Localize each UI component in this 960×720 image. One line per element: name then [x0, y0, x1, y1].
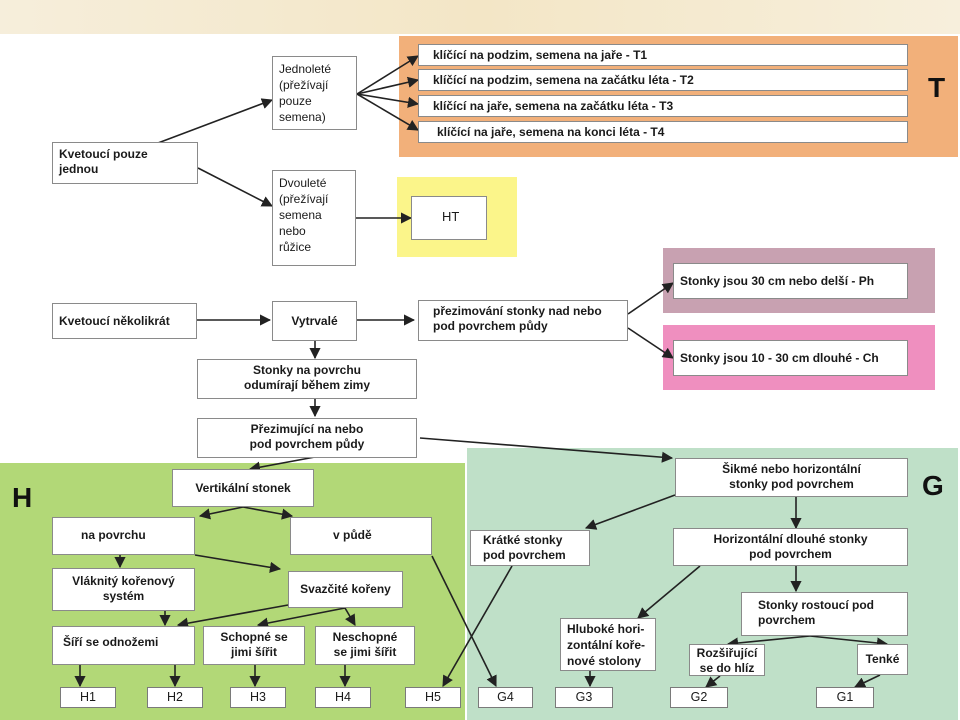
box-tenke: Tenké — [857, 644, 908, 675]
arrow-jednou-to-jednolete — [149, 98, 274, 147]
leaf-H3: H3 — [230, 687, 286, 708]
box-T2: klíčící na podzim, semena na začátku lét… — [418, 69, 908, 91]
arrow-jednolete-to-T2 — [356, 76, 420, 95]
leaf-H4: H4 — [315, 687, 371, 708]
leaf-H1: H1 — [60, 687, 116, 708]
box-jednolete: Jednoleté (přežívají pouze semena) — [272, 56, 357, 130]
box-stonky-odumiraji: Stonky na povrchu odumírají během zimy — [197, 359, 417, 399]
box-vlaknity: Vláknitý kořenový systém — [52, 568, 195, 611]
arrow-horizdlouhe-to-hluboke — [637, 565, 701, 619]
leaf-G3: G3 — [555, 687, 613, 708]
box-kvetouci-jednou: Kvetoucí pouze jednou — [52, 142, 198, 184]
arrow-prezimovani-to-Ph — [627, 282, 674, 315]
box-prezimovani: přezimování stonky nad nebo pod povrchem… — [418, 300, 628, 341]
leaf-G4: G4 — [478, 687, 533, 708]
arrow-vertikalni-to-vpude — [242, 506, 294, 520]
arrow-jednolete-to-T1 — [356, 55, 419, 95]
box-rostouci: Stonky rostoucí pod povrchem — [741, 592, 908, 636]
leaf-G2: G2 — [670, 687, 728, 708]
box-hluboke: Hluboké hori- zontální koře- nové stolon… — [560, 618, 656, 671]
title-band — [0, 0, 960, 34]
region-label-T: T — [928, 72, 946, 103]
box-neschopne: Neschopné se jimi šířit — [315, 626, 415, 665]
arrow-rozsirujici-to-G2 — [705, 675, 721, 688]
box-schopne: Schopné se jimi šířit — [203, 626, 305, 665]
arrow-vpude-to-G4 — [431, 555, 497, 688]
leaf-H2: H2 — [147, 687, 203, 708]
box-T3: klíčící na jaře, semena na začátku léta … — [418, 95, 908, 117]
arrow-jednolete-to-T3 — [356, 93, 420, 108]
box-T4: klíčící na jaře, semena na konci léta - … — [418, 121, 908, 143]
arrow-sikme-to-kratke — [584, 494, 676, 530]
box-dvoulete: Dvouleté (přežívají semena nebo růžice — [272, 170, 356, 266]
arrow-vertikalni-to-napovrchu — [198, 506, 244, 520]
box-rozsirujici: Rozšiřující se do hlíz — [689, 644, 765, 676]
leaf-G1: G1 — [816, 687, 874, 708]
arrow-prezimujici-to-sikme — [419, 437, 674, 463]
arrow-rostouci-to-rozsirujici — [726, 635, 811, 649]
box-v-pude: v půdě — [290, 517, 432, 555]
arrow-svazcite-to-neschopne — [344, 607, 356, 626]
arrow-kratke-to-H5 — [442, 565, 513, 687]
region-label-H: H — [12, 482, 33, 513]
box-T1: klíčící na podzim, semena na jaře - T1 — [418, 44, 908, 66]
box-kvetouci-nekolikrat: Kvetoucí několikrát — [52, 303, 197, 339]
arrow-svazcite-to-siri — [176, 604, 289, 629]
arrow-napovrchu-to-svazcite — [194, 554, 282, 573]
box-prezimujici: Přezimující na nebo pod povrchem půdy — [197, 418, 417, 458]
arrow-jednou-to-dvoulete — [197, 167, 273, 207]
arrow-prezimujici-to-vertikalni — [248, 456, 316, 473]
box-na-povrchu: na povrchu — [52, 517, 195, 555]
region-label-G: G — [922, 470, 944, 501]
box-sikme: Šikmé nebo horizontální stonky pod povrc… — [675, 458, 908, 497]
box-HT: HT — [411, 196, 487, 240]
box-vertikalni-stonek: Vertikální stonek — [172, 469, 314, 507]
box-Ch: Stonky jsou 10 - 30 cm dlouhé - Ch — [673, 340, 908, 376]
box-siri: Šíří se odnožemi — [52, 626, 195, 665]
box-kratke: Krátké stonky pod povrchem — [470, 530, 590, 566]
arrow-svazcite-to-schopne — [256, 607, 346, 629]
leaf-H5: H5 — [405, 687, 461, 708]
box-svazcite: Svazčité kořeny — [288, 571, 403, 608]
box-Ph: Stonky jsou 30 cm nebo delší - Ph — [673, 263, 908, 299]
box-vytrvale: Vytrvalé — [272, 301, 357, 341]
arrow-rostouci-to-tenke — [809, 635, 889, 649]
box-horiz-dlouhe: Horizontální dlouhé stonky pod povrchem — [673, 528, 908, 566]
arrow-prezimovani-to-Ch — [627, 327, 674, 359]
arrow-tenke-to-G1 — [853, 674, 881, 688]
arrow-jednolete-to-T4 — [356, 93, 419, 131]
